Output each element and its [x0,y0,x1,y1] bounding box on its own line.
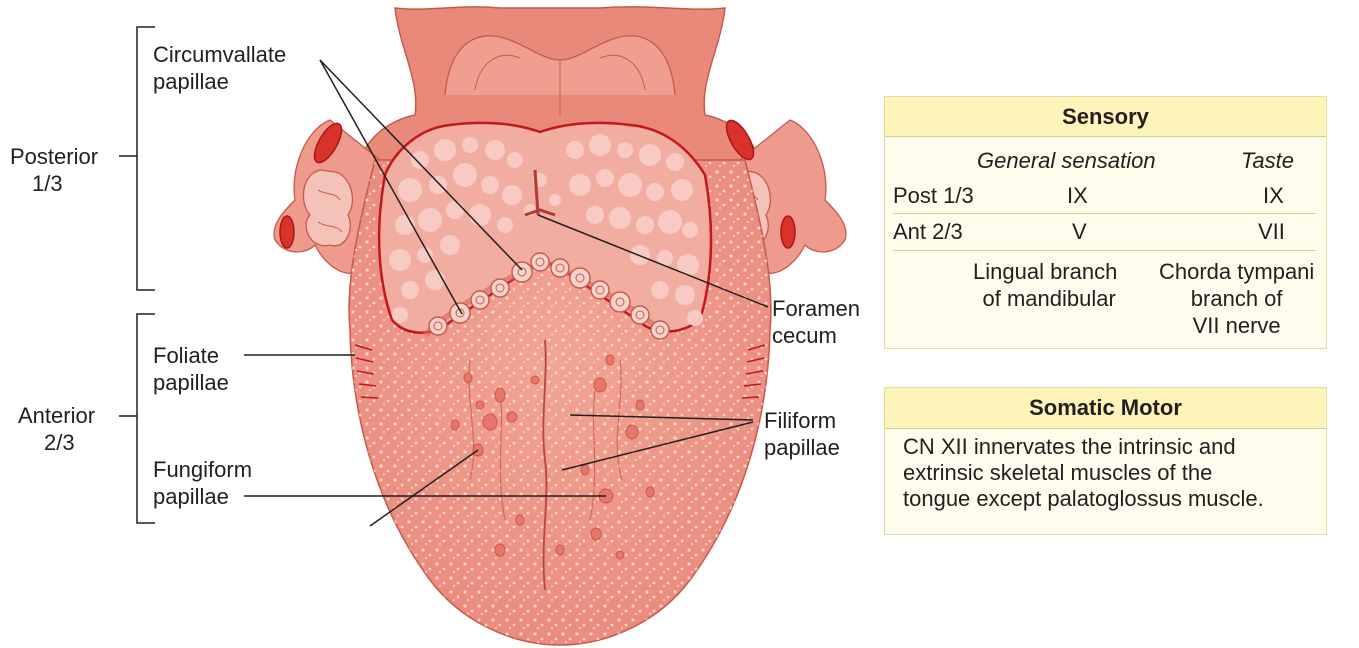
label-line: Posterior [10,143,98,170]
motor-line: tongue except palatoglossus muscle. [903,486,1264,512]
row-region: Ant 2/3 [893,218,963,245]
label-posterior-third: Posterior 1/3 [10,143,98,197]
column-general-sensation: General sensation [977,147,1156,174]
sensory-table-title: Sensory [885,97,1326,137]
label-line: papillae [153,483,252,510]
row-general-nerve: IX [1067,182,1088,209]
motor-line: CN XII innervates the intrinsic and [903,434,1264,460]
column-taste: Taste [1241,147,1294,174]
label-foliate-papillae: Foliate papillae [153,342,229,396]
nerve-line: VII nerve [1159,312,1314,339]
nerve-line: Chorda tympani [1159,258,1314,285]
row-divider [893,250,1316,251]
label-line: 1/3 [10,170,98,197]
nerve-line: Lingual branch [973,258,1117,285]
label-line: 2/3 [18,429,95,456]
somatic-motor-box: Somatic Motor CN XII innervates the intr… [884,387,1327,535]
nerve-line: branch of [1159,285,1314,312]
label-line: Fungiform [153,456,252,483]
anterior-bracket [119,314,155,523]
label-circumvallate-papillae: Circumvallate papillae [153,41,286,95]
nerve-line: of mandibular [973,285,1117,312]
general-nerve-branch: Lingual branch of mandibular [973,258,1117,312]
row-general-nerve: V [1072,218,1087,245]
label-line: Anterior [18,402,95,429]
label-line: papillae [764,434,840,461]
taste-nerve-branch: Chorda tympani branch of VII nerve [1159,258,1314,339]
label-filiform-papillae: Filiform papillae [764,407,840,461]
row-taste-nerve: IX [1263,182,1284,209]
motor-line: extrinsic skeletal muscles of the [903,460,1264,486]
row-region: Post 1/3 [893,182,974,209]
row-divider [893,213,1316,214]
label-line: Foliate [153,342,229,369]
label-line: Circumvallate [153,41,286,68]
label-fungiform-papillae: Fungiform papillae [153,456,252,510]
somatic-motor-title: Somatic Motor [885,388,1326,429]
label-line: Foramen [772,295,860,322]
label-line: cecum [772,322,860,349]
somatic-motor-text: CN XII innervates the intrinsic and extr… [903,434,1264,512]
sensory-table: Sensory General sensation Taste Post 1/3… [884,96,1327,349]
label-line: papillae [153,68,286,95]
row-taste-nerve: VII [1258,218,1285,245]
label-line: papillae [153,369,229,396]
label-foramen-cecum: Foramen cecum [772,295,860,349]
label-line: Filiform [764,407,840,434]
label-anterior-two-thirds: Anterior 2/3 [18,402,95,456]
posterior-bracket [119,27,155,290]
